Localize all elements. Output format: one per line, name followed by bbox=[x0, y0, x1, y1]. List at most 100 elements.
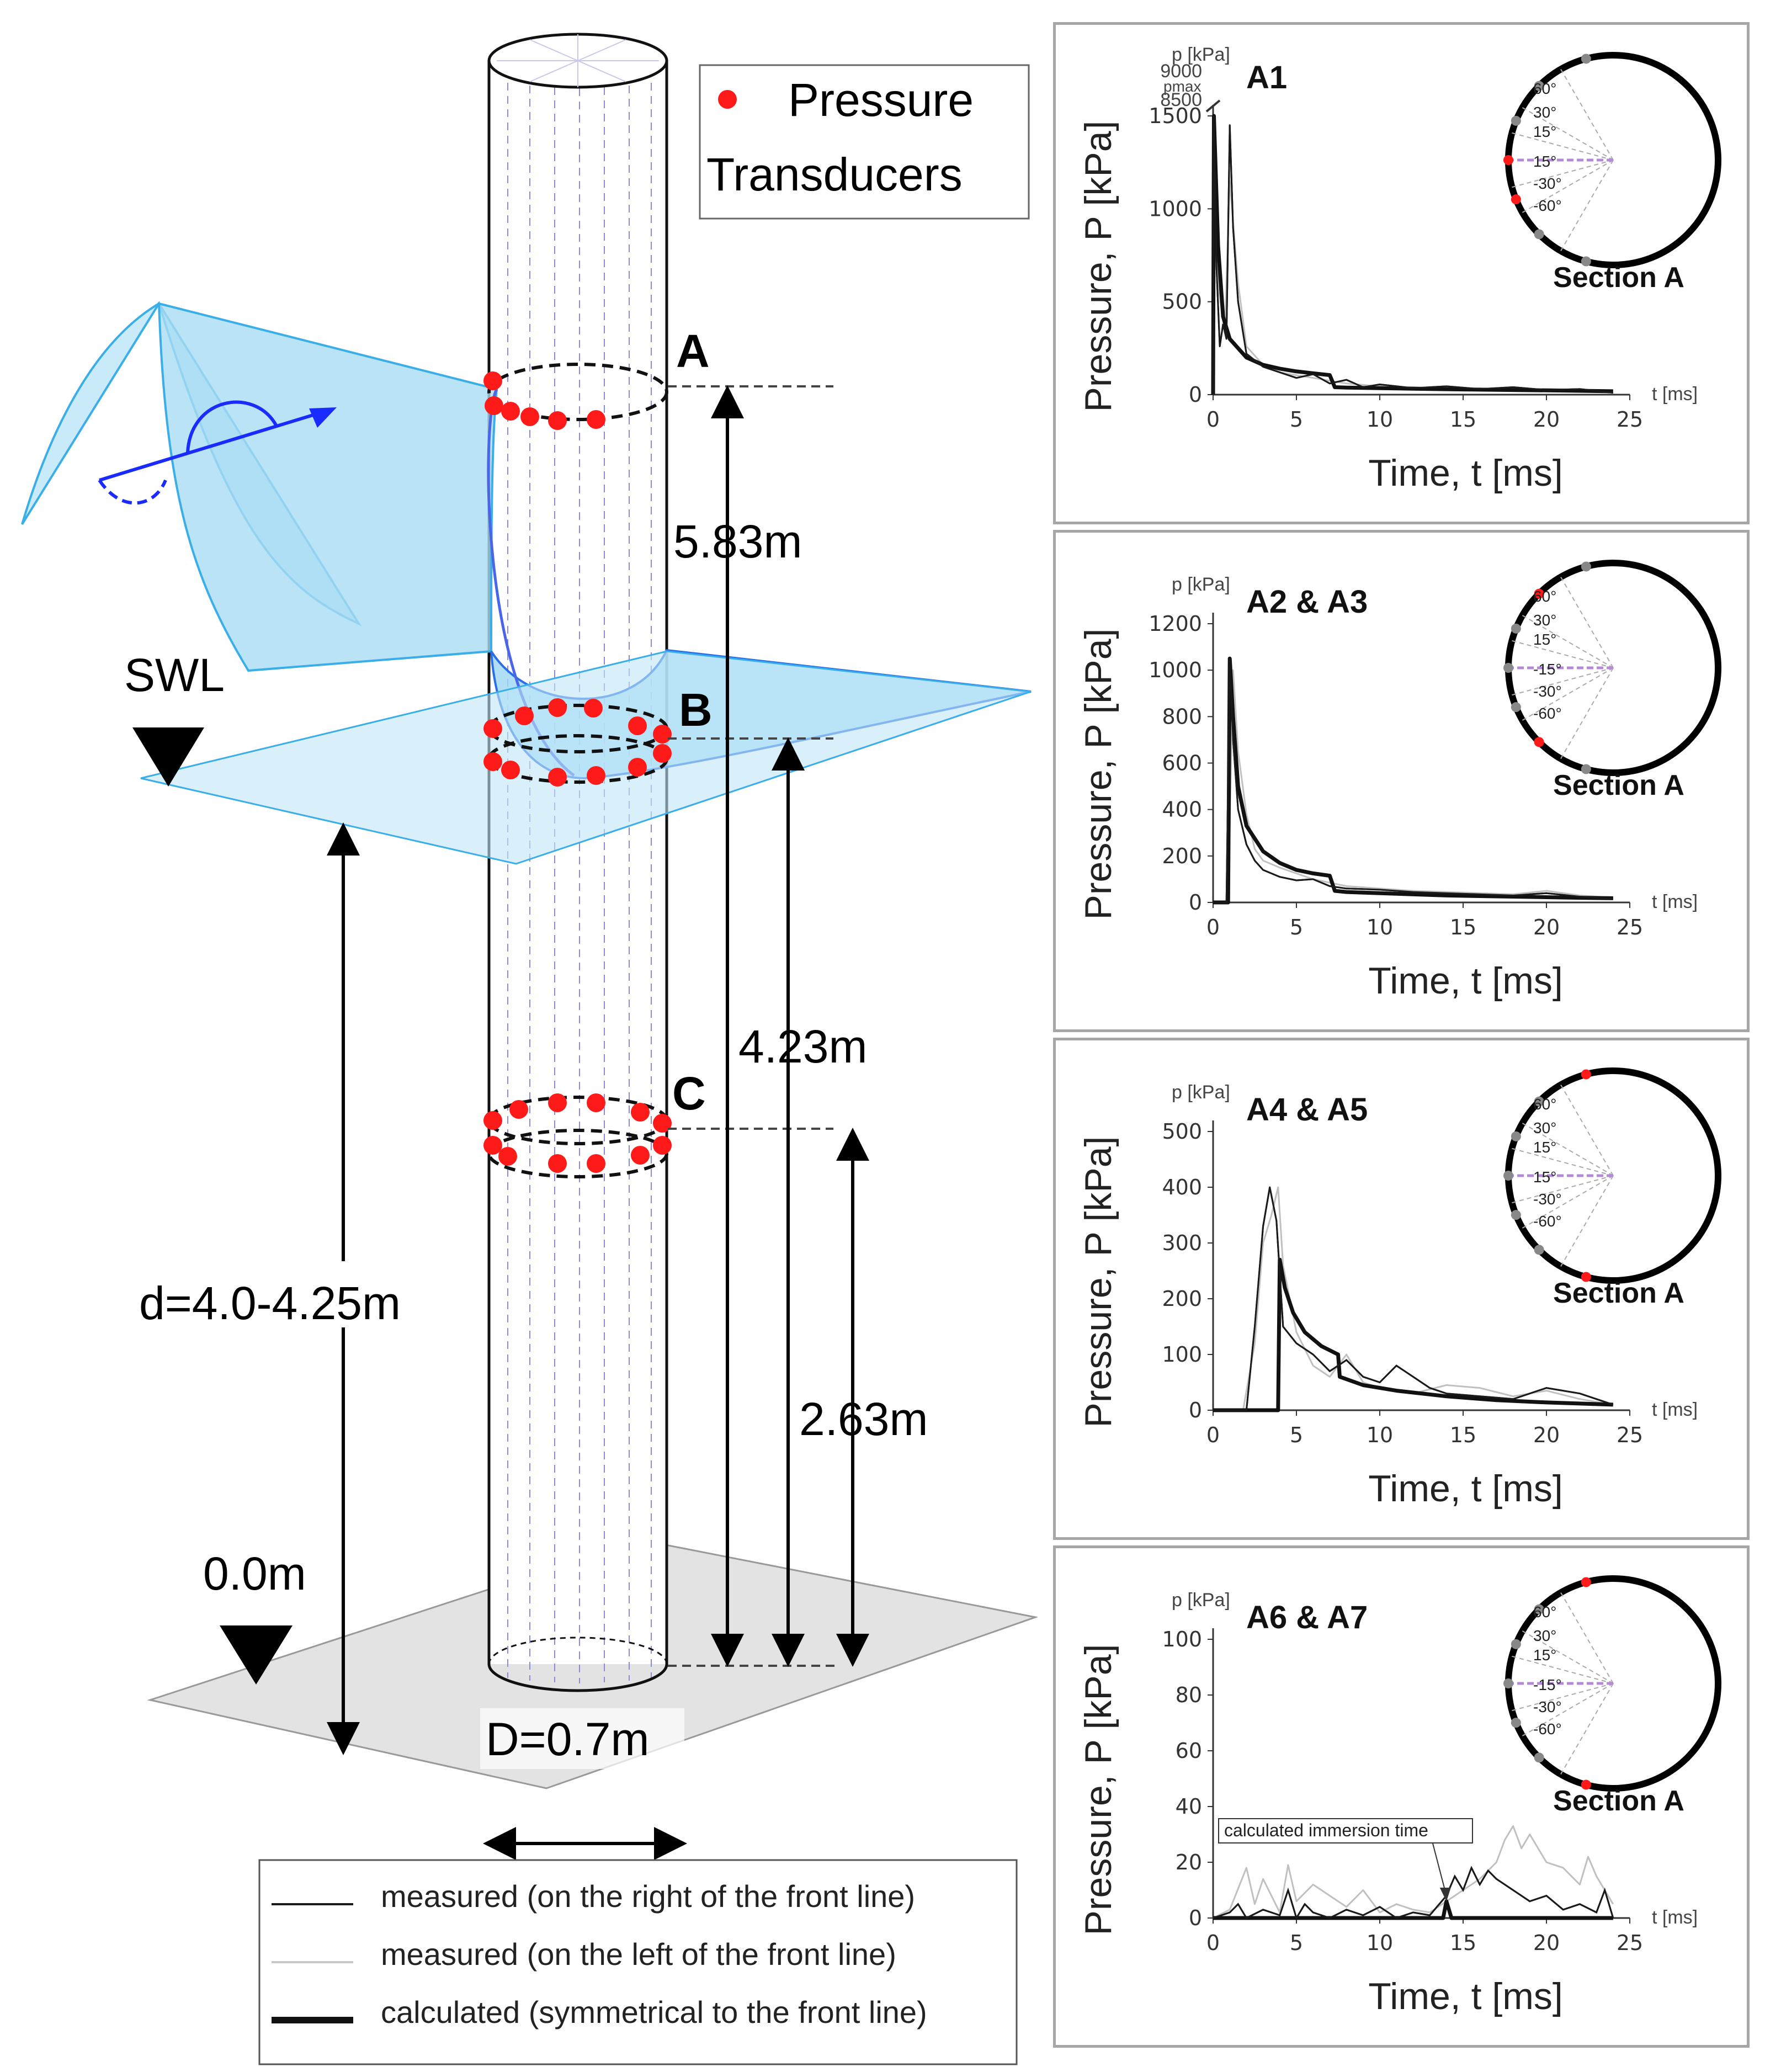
series-measured-right-overlay bbox=[1213, 1187, 1614, 1411]
sensor-dot bbox=[1511, 1210, 1521, 1220]
y-axis-title: Pressure, P [kPa] bbox=[1077, 629, 1119, 920]
angle-ray bbox=[1522, 1630, 1614, 1684]
label-a: A bbox=[676, 325, 710, 377]
angle-ray bbox=[1522, 1175, 1614, 1229]
x-tick-label: 25 bbox=[1617, 915, 1643, 939]
transducer-legend: Pressure Transducers bbox=[699, 64, 1030, 220]
y-tick-label: 500 bbox=[1162, 1119, 1202, 1144]
sensor-dot bbox=[1534, 1752, 1544, 1763]
y-axis-title: Pressure, P [kPa] bbox=[1077, 1644, 1119, 1936]
angle-ray bbox=[1512, 1655, 1614, 1684]
breaking-wave bbox=[21, 301, 1032, 865]
angle-label: 60° bbox=[1533, 588, 1556, 605]
section-inset: 60°30°15°-15°-30°-60°Section A bbox=[1503, 560, 1721, 801]
sensor-dot bbox=[1534, 229, 1544, 240]
angle-ray bbox=[1560, 68, 1614, 161]
transducer-dots bbox=[483, 371, 672, 1173]
y-tick-label: 600 bbox=[1162, 751, 1202, 775]
legend-measured-right: measured (on the right of the front line… bbox=[381, 1879, 915, 1914]
section-label: Section A bbox=[1553, 1785, 1684, 1817]
y-tick-label: 1000 bbox=[1149, 658, 1202, 682]
angle-label: 30° bbox=[1533, 1627, 1556, 1644]
y-unit-label: p [kPa] bbox=[1172, 574, 1230, 595]
y-tick-label: 400 bbox=[1162, 798, 1202, 822]
sensor-dot bbox=[1534, 1096, 1544, 1107]
chart-title: A6 & A7 bbox=[1246, 1600, 1368, 1635]
angle-label: -15° bbox=[1533, 661, 1562, 678]
x-tick-label: 15 bbox=[1450, 1931, 1476, 1955]
angle-ray bbox=[1522, 615, 1614, 668]
legend-pressure: Pressure bbox=[788, 74, 974, 126]
angle-ray bbox=[1560, 576, 1614, 668]
angle-label: -30° bbox=[1533, 683, 1562, 700]
sensor-dot bbox=[1511, 1131, 1521, 1141]
x-axis-title: Time, t [ms] bbox=[1368, 1468, 1563, 1510]
x-tick-label: 0 bbox=[1206, 407, 1220, 432]
sensor-dot bbox=[1511, 194, 1521, 205]
sensor-dot bbox=[1511, 623, 1521, 634]
zero-label: 0.0m bbox=[203, 1548, 306, 1600]
x-tick-label: 20 bbox=[1533, 1423, 1560, 1447]
height-b-label: 4.23m bbox=[738, 1021, 867, 1072]
ring-a bbox=[487, 363, 668, 421]
swl-label: SWL bbox=[124, 649, 225, 701]
x-axis-title: Time, t [ms] bbox=[1368, 1975, 1563, 2017]
sensor-dot bbox=[1534, 81, 1544, 91]
y-tick-label: 0 bbox=[1189, 382, 1202, 407]
label-c: C bbox=[672, 1067, 706, 1119]
x-tick-label: 25 bbox=[1617, 1423, 1643, 1447]
sensor-dot bbox=[1534, 737, 1544, 747]
y-tick-label: 40 bbox=[1176, 1794, 1202, 1819]
angle-ray bbox=[1560, 1084, 1614, 1176]
angle-ray bbox=[1560, 160, 1614, 252]
angle-label: -60° bbox=[1533, 705, 1562, 722]
angle-label: -30° bbox=[1533, 1191, 1562, 1208]
section-label: Section A bbox=[1553, 262, 1684, 294]
angle-label: -60° bbox=[1533, 1720, 1562, 1738]
sensor-dot bbox=[1511, 1718, 1521, 1728]
angle-label: -15° bbox=[1533, 1676, 1562, 1693]
x-tick-label: 5 bbox=[1290, 407, 1303, 432]
angle-ray bbox=[1560, 1175, 1614, 1267]
x-tick-label: 20 bbox=[1533, 407, 1560, 432]
angle-ray bbox=[1512, 1147, 1614, 1176]
angle-label: 30° bbox=[1533, 104, 1556, 121]
y-tick-label: 1500 bbox=[1149, 104, 1202, 128]
x-tick-label: 0 bbox=[1206, 1423, 1220, 1447]
x-tick-label: 10 bbox=[1367, 1423, 1393, 1447]
x-tick-label: 5 bbox=[1290, 915, 1303, 939]
swl-marker bbox=[132, 727, 204, 787]
x-unit-label: t [ms] bbox=[1652, 1399, 1698, 1420]
series-measured-right-overlay bbox=[1212, 115, 1613, 395]
angle-label: 15° bbox=[1533, 1168, 1556, 1186]
y-axis-title: Pressure, P [kPa] bbox=[1077, 1136, 1119, 1428]
annotation-arrowhead bbox=[1439, 1888, 1451, 1901]
angle-label: 15° bbox=[1533, 123, 1556, 140]
angle-ray bbox=[1560, 1683, 1614, 1775]
angle-ray bbox=[1512, 132, 1614, 161]
angle-label: 60° bbox=[1533, 1603, 1556, 1621]
angle-ray bbox=[1560, 1592, 1614, 1684]
x-tick-label: 10 bbox=[1367, 915, 1393, 939]
angle-ray bbox=[1522, 1123, 1614, 1176]
zero-marker bbox=[220, 1625, 293, 1685]
section-inset: 60°30°15°15°-30°-60°Section A bbox=[1503, 1067, 1721, 1309]
x-tick-label: 5 bbox=[1290, 1423, 1303, 1447]
angle-ray bbox=[1522, 160, 1614, 213]
angle-ray bbox=[1522, 107, 1614, 161]
angle-ray bbox=[1522, 1683, 1614, 1736]
sensor-dot bbox=[1534, 1245, 1544, 1255]
sensor-dot bbox=[1581, 561, 1591, 572]
angle-label: 15° bbox=[1533, 631, 1556, 648]
sensor-dot bbox=[1534, 588, 1544, 599]
depth-label: d=4.0-4.25m bbox=[139, 1277, 401, 1329]
y-tick-label: 200 bbox=[1162, 844, 1202, 868]
height-a-label: 5.83m bbox=[673, 516, 802, 567]
pmax-label: pmax bbox=[1163, 78, 1201, 95]
